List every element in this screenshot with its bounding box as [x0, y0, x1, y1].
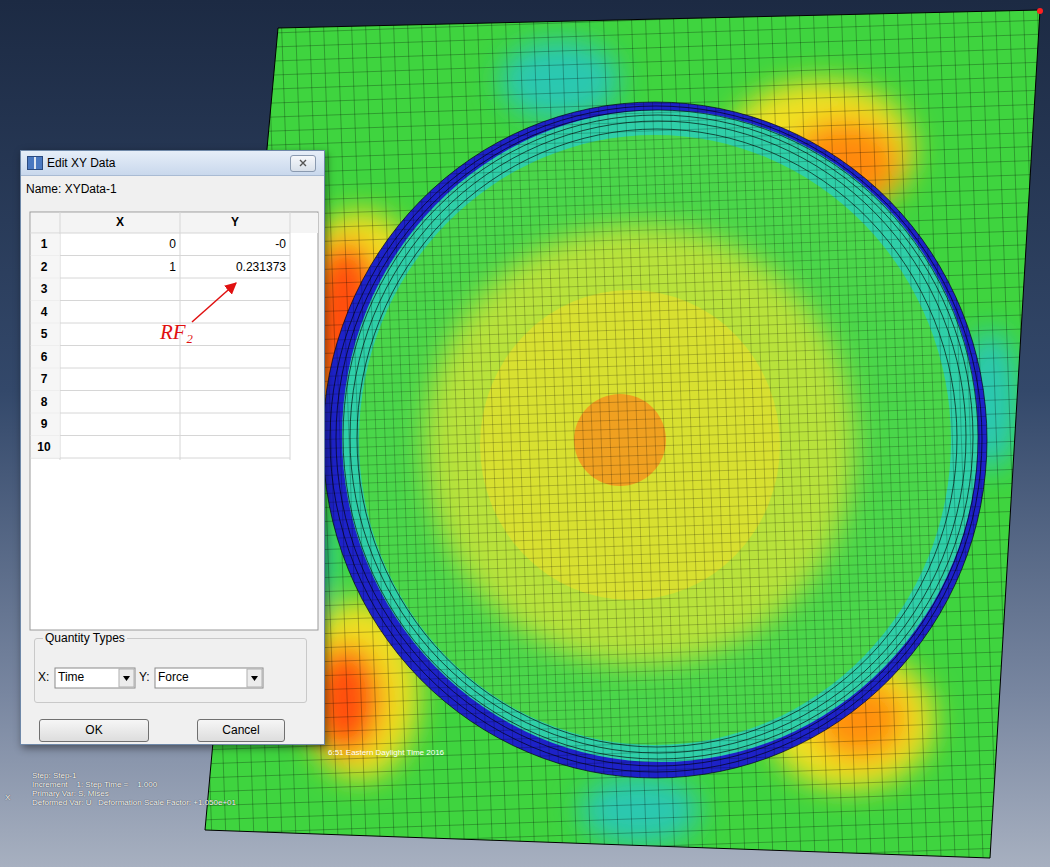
close-button [290, 155, 316, 172]
node-text: Edit XY Data [47, 156, 115, 170]
node-text: Cancel [198, 723, 284, 737]
window-icon [27, 156, 43, 170]
status-line: Increment 1: Step Time = 1.000 [32, 780, 157, 789]
axis-label: X [5, 793, 10, 802]
cancel-button: Cancel [197, 719, 285, 742]
node-text: OK [40, 723, 148, 737]
status-line: Deformed Var: U Deformation Scale Factor… [32, 798, 236, 807]
status-line: Primary Var: S, Mises [32, 789, 109, 798]
group-box: Quantity Types [34, 638, 307, 703]
node-text: Quantity Types [43, 631, 127, 645]
timestamp: 6:51 Eastern Daylight Time 2016 [328, 748, 444, 757]
ok-button: OK [39, 719, 149, 742]
status-line: Step: Step-1 [32, 771, 76, 780]
dialog-window: Edit XY DataQuantity TypesOK Cancel [20, 150, 325, 745]
